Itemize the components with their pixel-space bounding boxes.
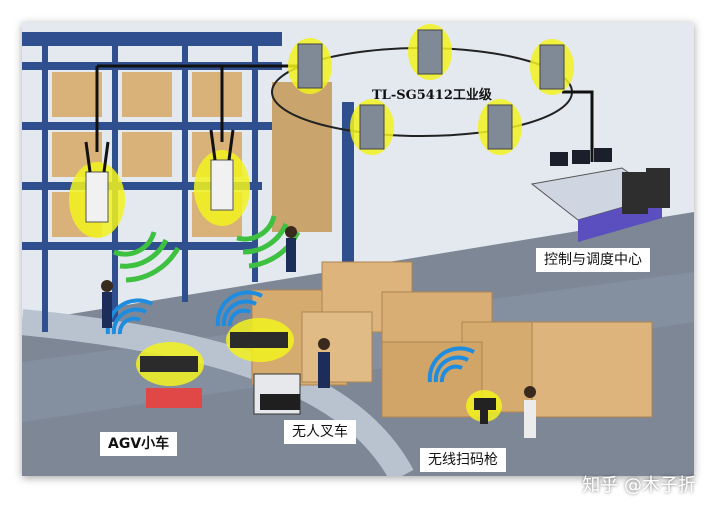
- control-center-label: 控制与调度中心: [536, 248, 650, 272]
- warehouse-scene: [22, 22, 694, 476]
- scanner-icon: [466, 390, 502, 424]
- wifi-signal-icon: [236, 215, 301, 269]
- wifi-signal-icon: [113, 231, 181, 283]
- switch-icon: [350, 99, 394, 155]
- watermark: 知乎 @木子折: [582, 475, 696, 496]
- agv-label: AGV小车: [100, 432, 178, 456]
- forklift-label: 无人叉车: [284, 420, 356, 444]
- switch-icon: [530, 39, 574, 95]
- worker-figures: [101, 226, 536, 438]
- switch-model-label: TL-SG5412工业级: [372, 88, 492, 103]
- box-stacks: [251, 261, 653, 418]
- access-point-icon: [194, 129, 250, 226]
- switch-icon: [408, 24, 452, 80]
- scanner-label: 无线扫码枪: [420, 448, 506, 472]
- warehouse-illustration: TL-SG5412工业级 控制与调度中心 AGV小车 无人叉车 无线扫码枪: [22, 22, 694, 476]
- network-links: [95, 64, 594, 162]
- wifi-icon: [427, 346, 475, 383]
- wifi-icon: [215, 290, 263, 327]
- agv-cart-icon: [136, 342, 204, 408]
- control-center-icon: [530, 148, 670, 242]
- switch-icon: [478, 99, 522, 155]
- access-point-icon: [69, 141, 125, 238]
- switch-icon: [288, 38, 332, 94]
- forklift-router-icon: [226, 318, 301, 415]
